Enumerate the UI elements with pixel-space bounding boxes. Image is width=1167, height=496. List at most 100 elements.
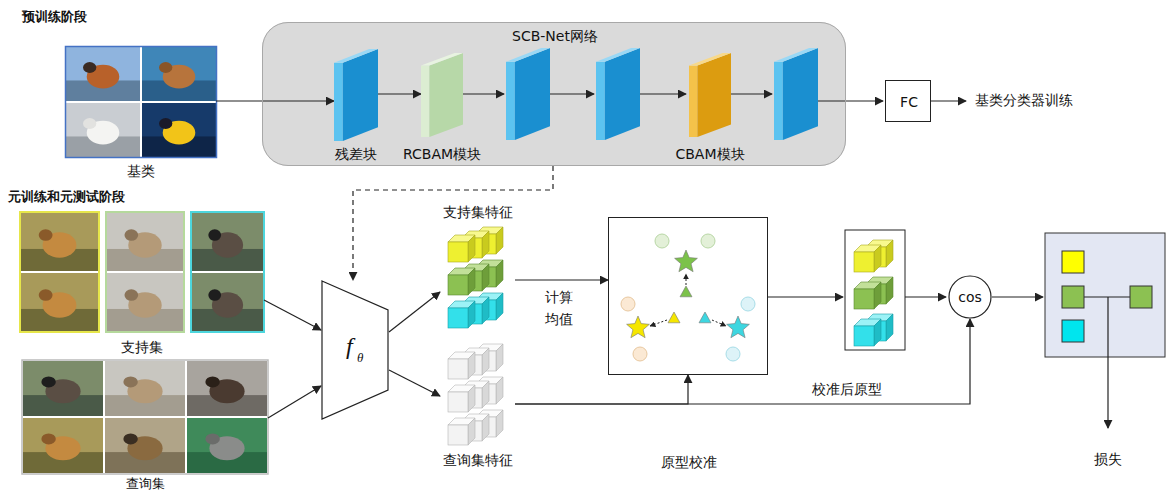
arrow-connector xyxy=(515,279,608,280)
flow-arrow xyxy=(905,296,946,297)
photo xyxy=(21,273,98,331)
animal-head xyxy=(123,433,137,444)
photo xyxy=(192,273,263,331)
stage-title: 元训练和元测试阶段 xyxy=(8,189,125,205)
cube-face xyxy=(854,326,874,346)
cube-face xyxy=(482,414,489,441)
animal-head xyxy=(159,62,172,73)
node-label: f xyxy=(346,332,353,361)
residual-block: 残差块 xyxy=(334,49,378,141)
flow-arrow xyxy=(462,93,504,94)
prototype-star xyxy=(627,316,650,338)
photo xyxy=(66,47,140,101)
arrow-connector xyxy=(515,319,970,404)
cube-face xyxy=(886,240,893,267)
block-face xyxy=(783,48,818,140)
output-label: 基类分类器训练 xyxy=(975,92,1073,109)
node-label: 基类 xyxy=(127,163,155,180)
block-face xyxy=(421,66,429,137)
photo xyxy=(23,418,103,473)
node-label: CBAM模块 xyxy=(675,146,744,163)
photo-frame xyxy=(20,212,99,332)
match-line xyxy=(1084,296,1130,297)
sample-dot xyxy=(741,297,755,311)
photo xyxy=(105,418,185,473)
cube-face xyxy=(468,301,475,328)
cube-face xyxy=(448,308,468,328)
network-box: SCB-Net网络残差块 RCBAM模块 CBAM模块 xyxy=(262,22,846,166)
photo xyxy=(187,418,267,473)
mean-triangle xyxy=(668,312,680,323)
block-face xyxy=(596,62,605,140)
cube-face xyxy=(886,314,893,341)
arrow-connector xyxy=(389,370,440,396)
block-face xyxy=(343,49,378,141)
attention-block: RCBAM模块 xyxy=(421,53,463,137)
sample-dot xyxy=(655,234,669,248)
block-face xyxy=(605,48,640,140)
cube-face xyxy=(448,275,468,295)
calibration-arrow xyxy=(686,274,687,285)
cube-face xyxy=(482,231,489,258)
prototype-star xyxy=(727,316,750,338)
network-ground xyxy=(262,22,846,166)
arrow-connector xyxy=(216,100,334,101)
class-square xyxy=(1062,320,1084,342)
node-outline xyxy=(334,49,378,141)
photo-frame xyxy=(106,212,184,332)
mean-triangle xyxy=(699,312,711,323)
arrow-connector xyxy=(268,386,321,418)
cube-face xyxy=(874,245,881,272)
animal-head xyxy=(124,229,138,241)
block-face xyxy=(506,48,550,62)
score-box xyxy=(1045,233,1165,357)
node-label: SCB-Net网络 xyxy=(512,28,598,45)
block-face xyxy=(506,62,515,140)
calibration-arrow xyxy=(650,320,667,326)
cube-face xyxy=(448,359,468,379)
image-group: 基类 xyxy=(66,47,216,157)
animal-head xyxy=(41,433,55,444)
class-square xyxy=(1062,286,1084,308)
block-face xyxy=(429,53,463,137)
cube-face xyxy=(448,425,468,445)
flow-arrow xyxy=(640,93,686,94)
photo xyxy=(142,103,216,157)
cube-face xyxy=(482,297,489,324)
cos-node: cos xyxy=(948,275,992,319)
arrow-connector xyxy=(353,166,553,280)
node-outline xyxy=(689,53,731,137)
mean-triangle xyxy=(680,286,692,297)
arrow-connector xyxy=(389,292,440,332)
cube-face xyxy=(448,392,468,412)
cube-face xyxy=(854,252,874,272)
animal-head xyxy=(159,118,172,129)
flow-arrow xyxy=(992,296,1043,297)
image-group: 查询集 xyxy=(22,360,268,474)
photo xyxy=(105,361,185,416)
node-label: 查询集 xyxy=(126,476,165,492)
cube-face xyxy=(482,381,489,408)
attention-block: CBAM模块 xyxy=(689,53,731,137)
animal-head xyxy=(205,376,219,387)
node-label: cos xyxy=(958,289,982,306)
cube-face xyxy=(496,344,503,371)
cube-face xyxy=(854,289,874,309)
block-face xyxy=(697,53,731,137)
node-label: FC xyxy=(900,94,918,111)
animal-head xyxy=(83,62,96,73)
cube-face xyxy=(496,260,503,287)
flow-arrow xyxy=(550,93,594,94)
cube-face xyxy=(468,235,475,262)
node-label: 原型校准 xyxy=(661,454,717,471)
flow-arrow xyxy=(1107,297,1108,428)
arrow-connector xyxy=(378,93,421,94)
photo xyxy=(192,213,263,271)
calibration-arrow xyxy=(712,320,726,326)
block-face xyxy=(334,63,343,141)
cube-face xyxy=(482,264,489,291)
cube-face xyxy=(468,385,475,412)
